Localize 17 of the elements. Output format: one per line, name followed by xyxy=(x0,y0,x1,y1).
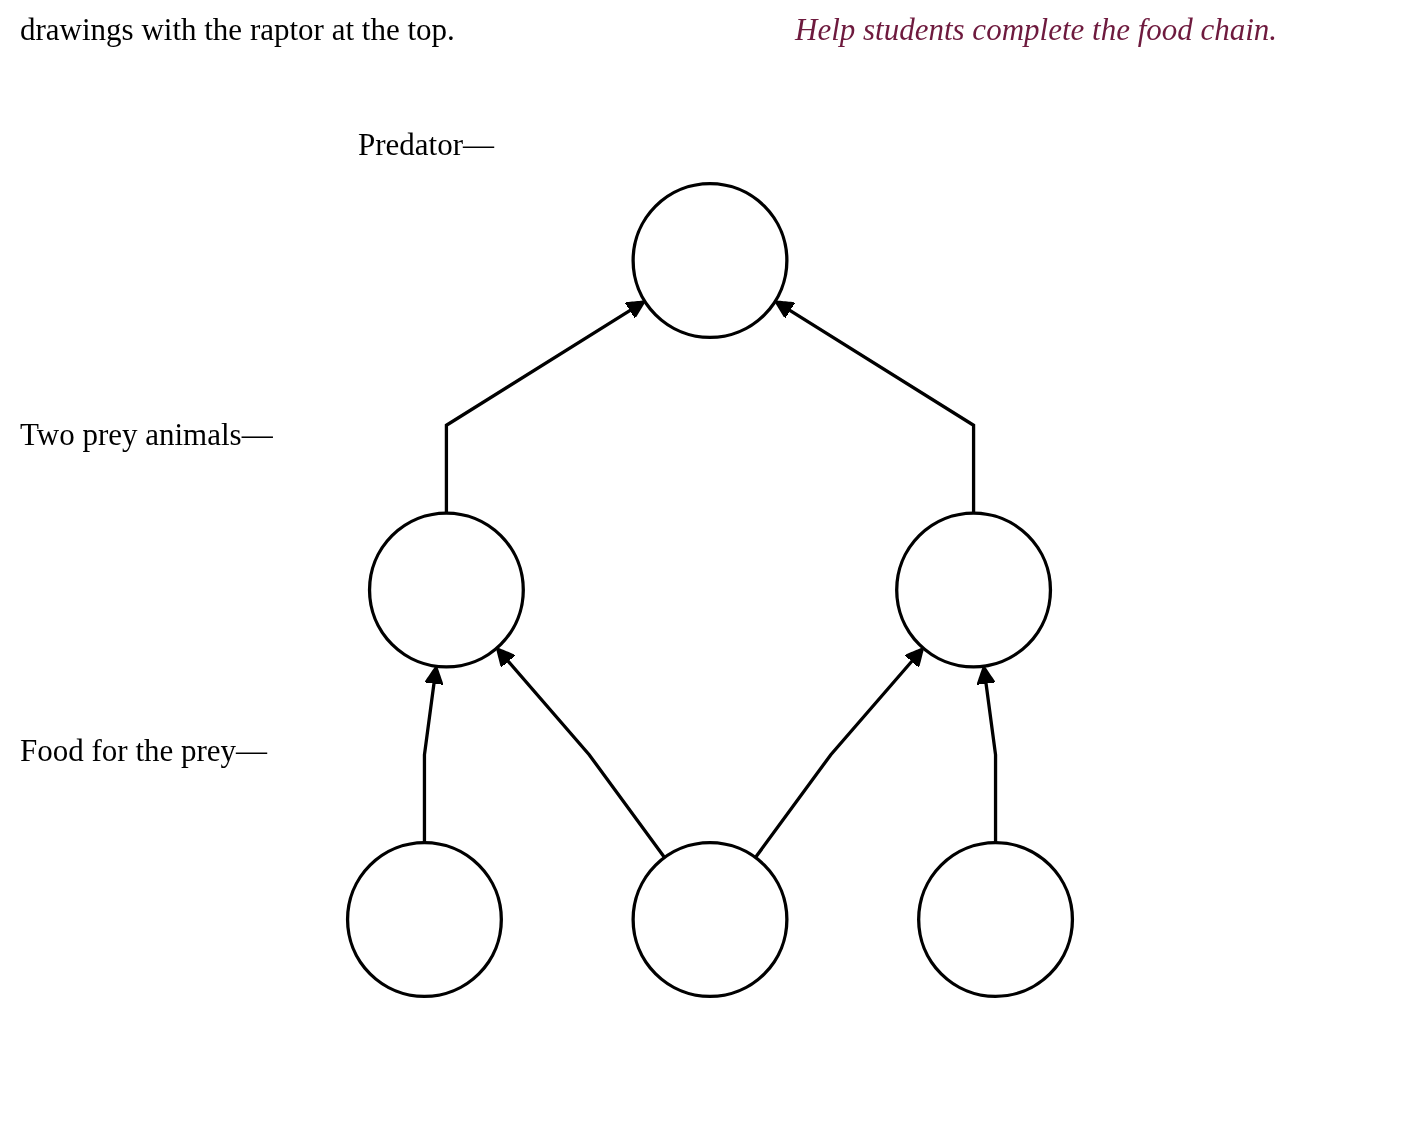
blank-oval xyxy=(345,840,503,998)
blank-oval xyxy=(917,840,1075,998)
row-label: drawings with the raptor at the top. xyxy=(20,12,455,48)
arrow xyxy=(444,300,646,514)
row-label: Food for the prey— xyxy=(20,733,268,769)
instruction-note: Help students complete the food chain. xyxy=(795,12,1278,48)
arrow xyxy=(774,300,976,514)
arrow xyxy=(495,647,666,859)
blank-oval xyxy=(631,182,789,340)
row-label: Predator— xyxy=(358,127,495,163)
arrow xyxy=(976,665,998,843)
blank-oval xyxy=(367,511,525,669)
blank-oval xyxy=(895,511,1053,669)
row-label: Two prey animals— xyxy=(20,417,273,453)
arrow xyxy=(422,665,444,843)
arrow xyxy=(754,647,925,859)
blank-oval xyxy=(631,840,789,998)
